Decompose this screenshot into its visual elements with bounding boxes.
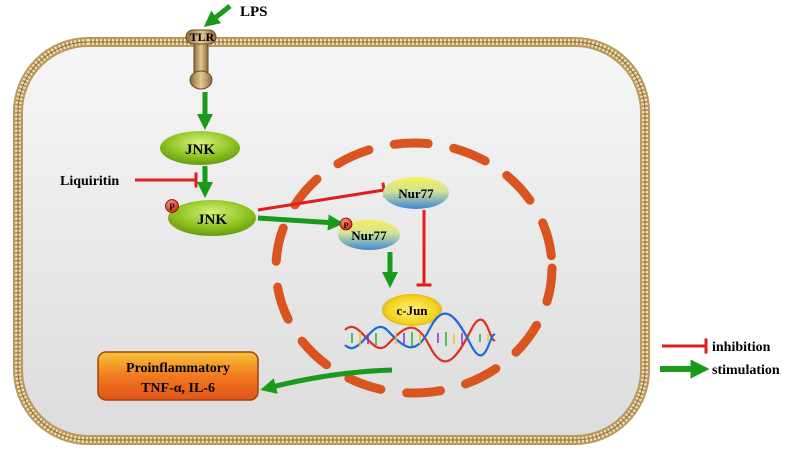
legend-stimulation-label: stimulation bbox=[712, 363, 780, 378]
jnk-to-pnur77-arrow bbox=[257, 214, 344, 231]
nur77-phospho-marker bbox=[339, 217, 353, 231]
lps-label: LPS bbox=[240, 4, 268, 20]
liquiritin-label: Liquiritin bbox=[60, 174, 119, 189]
jnk-inhibits-nur77-line bbox=[257, 182, 387, 212]
legend: inhibition stimulation bbox=[660, 338, 780, 379]
jnk-top-label: JNK bbox=[185, 142, 215, 158]
nur77-phospho-marker-label: P bbox=[344, 221, 349, 230]
nur77-top-label: Nur77 bbox=[398, 186, 434, 201]
proinflammatory-line2: TNF-α, IL-6 bbox=[141, 381, 215, 396]
jnk-phospho-node bbox=[168, 200, 256, 236]
nur77-top-node bbox=[383, 177, 449, 209]
proinflammatory-line1: Proinflammatory bbox=[126, 361, 230, 376]
dna-helix-icon bbox=[344, 312, 497, 363]
dna-to-proinflammatory-arrow bbox=[260, 367, 393, 394]
proinflammatory-box bbox=[97, 351, 259, 401]
tlr-label: TLR bbox=[190, 30, 215, 44]
jnk-phospho-marker bbox=[165, 199, 179, 213]
nucleus-membrane bbox=[271, 138, 557, 398]
cjun-node bbox=[382, 294, 442, 326]
lps-arrow bbox=[203, 4, 232, 27]
nur77-phospho-label: Nur77 bbox=[351, 228, 387, 243]
nur77-phospho-node bbox=[338, 220, 400, 250]
jnk-top-node bbox=[160, 131, 240, 165]
legend-inhibition-label: inhibition bbox=[712, 340, 771, 355]
jnk-phospho-label: JNK bbox=[197, 212, 227, 228]
jnk-phospho-marker-label: P bbox=[169, 202, 175, 212]
tlr-receptor-icon bbox=[185, 29, 217, 90]
cjun-label: c-Jun bbox=[396, 303, 428, 318]
